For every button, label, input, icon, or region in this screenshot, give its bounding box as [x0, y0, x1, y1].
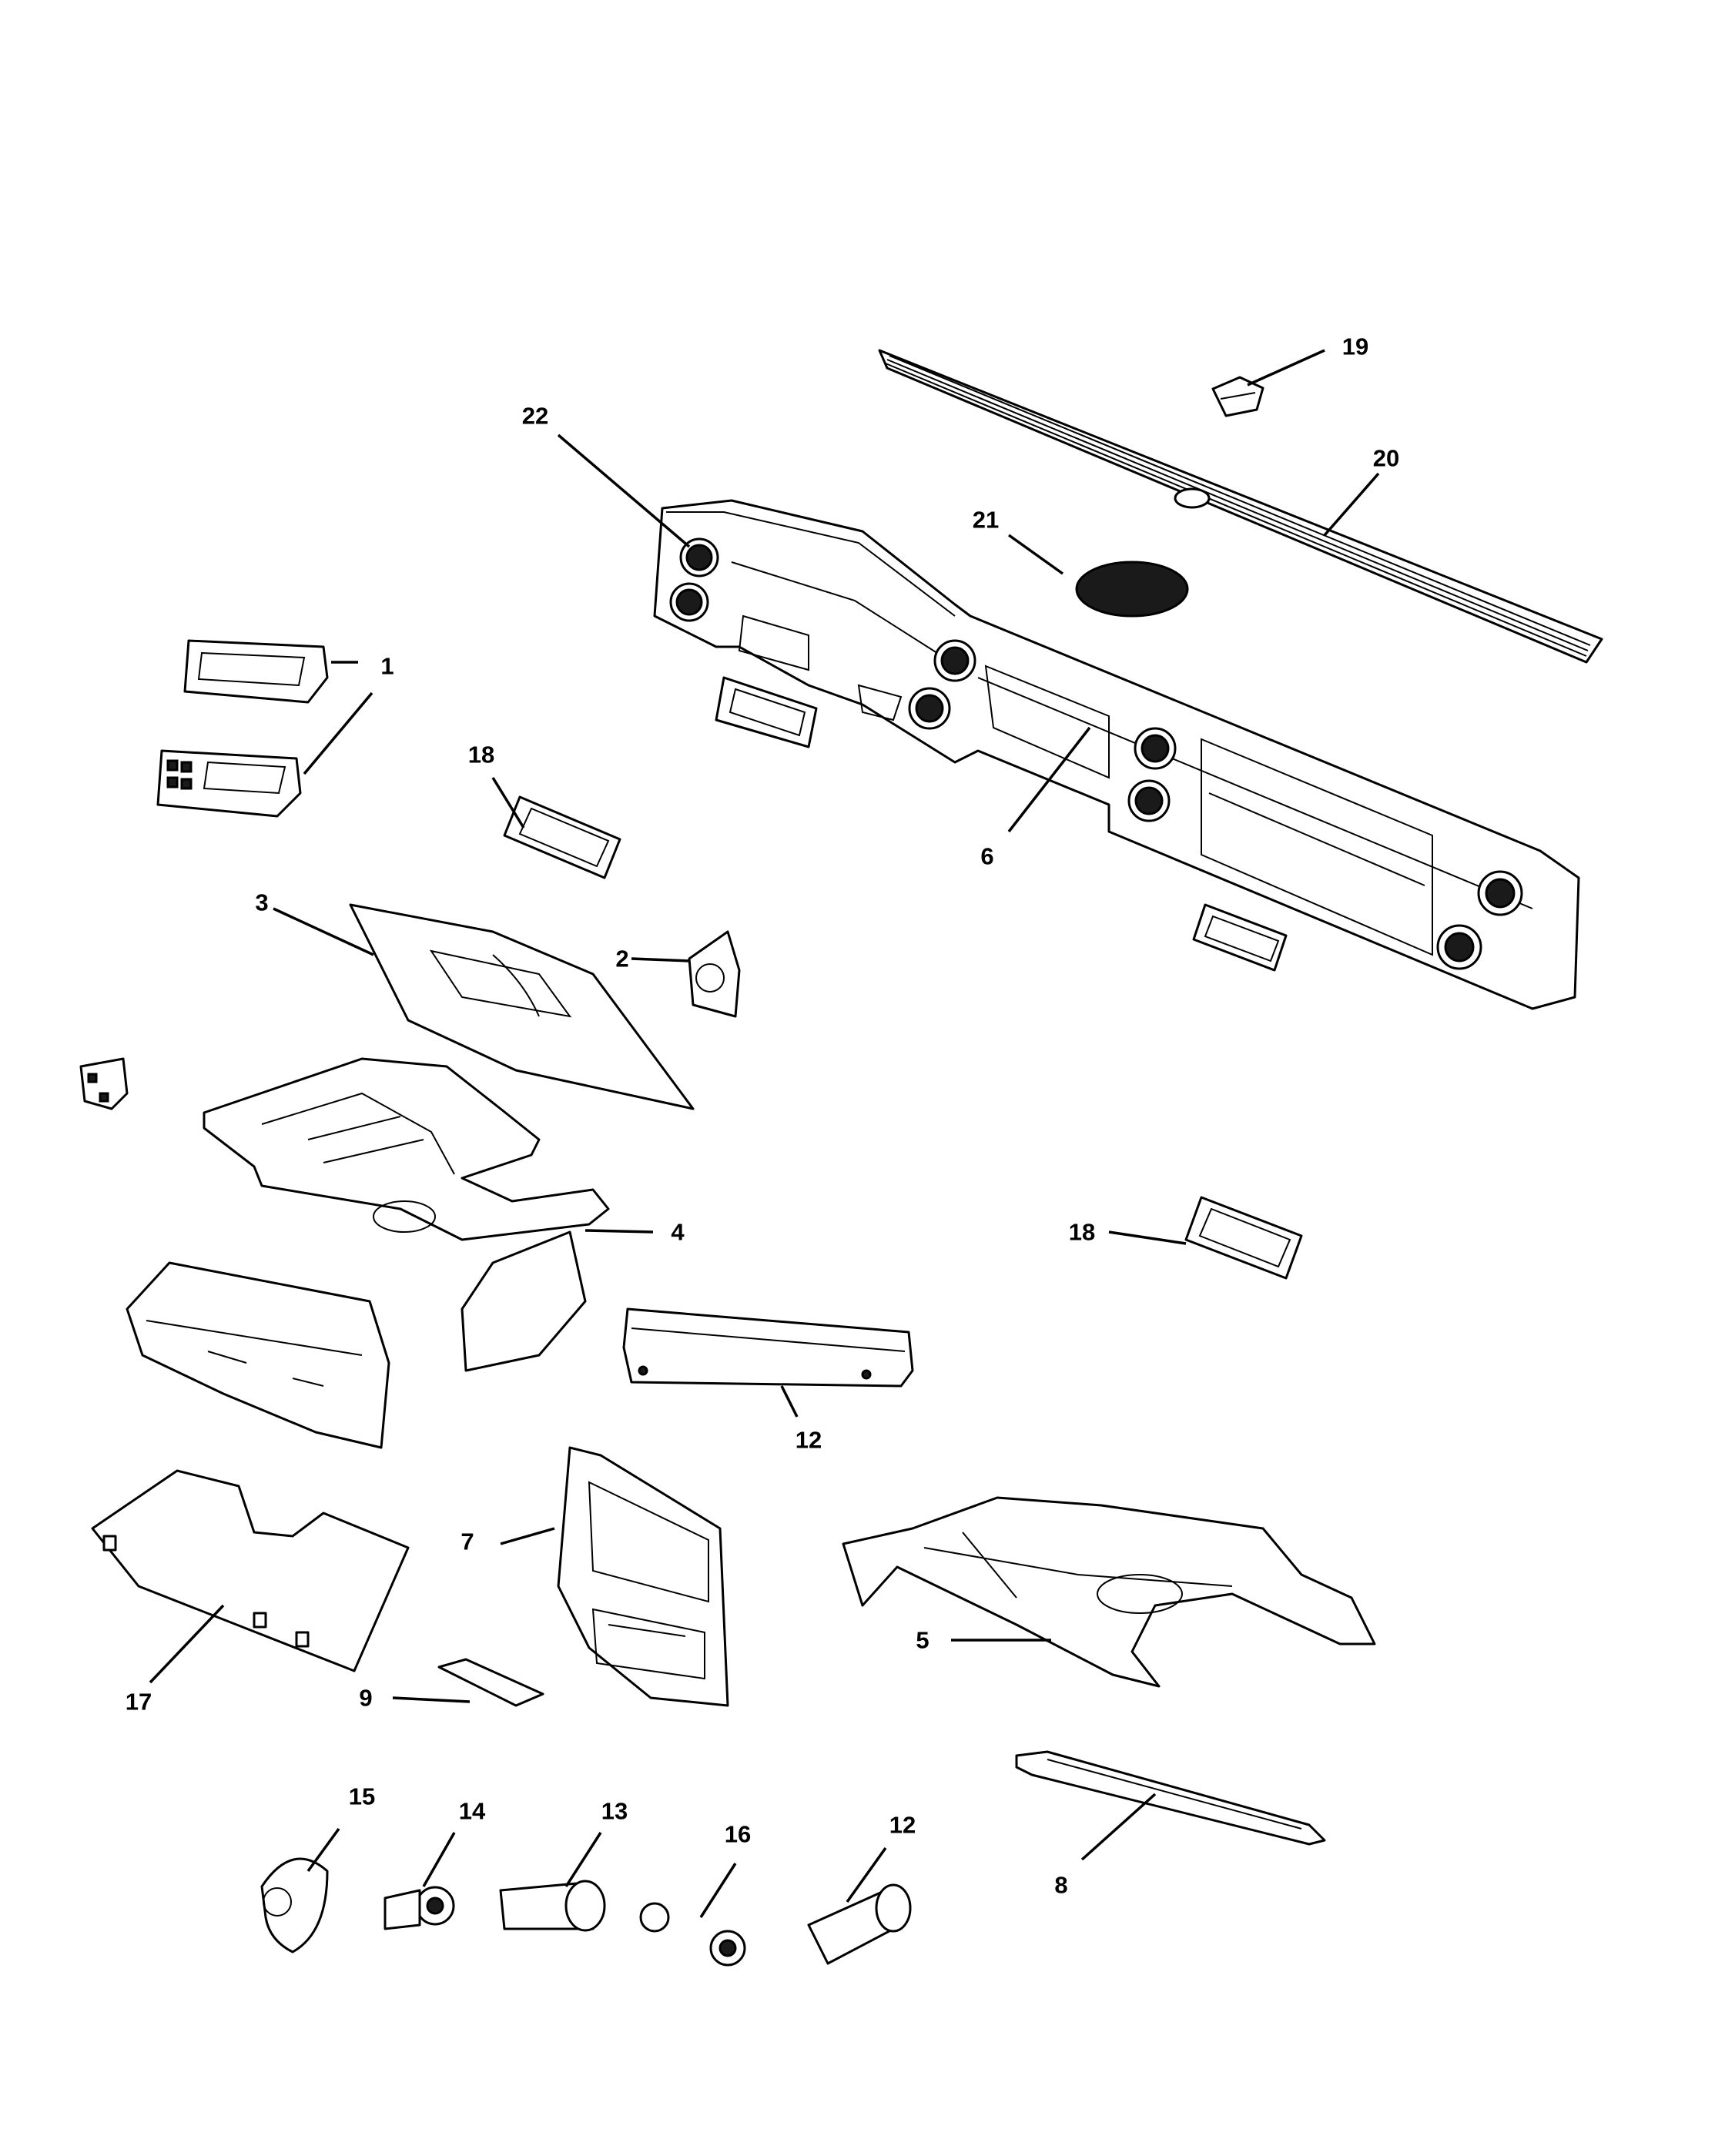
part-17-inner-panel [91, 1469, 410, 1672]
callout-15: 15 [348, 1783, 376, 1810]
part-7-center-bezel [557, 1446, 729, 1707]
part-3-glove-box-door [349, 903, 695, 1110]
part-2-switch [688, 930, 741, 1018]
glove-box-bin [126, 1261, 390, 1449]
part-15-socket-cap [260, 1857, 329, 1953]
callout-8: 8 [1054, 1871, 1068, 1899]
part-instrument-panel [653, 499, 1580, 1010]
bracket-small [79, 1057, 129, 1110]
part-19-clip [1211, 376, 1264, 417]
callout-6: 6 [980, 842, 994, 870]
part-8-trim-strip [1015, 1750, 1326, 1846]
callout-12: 12 [889, 1811, 916, 1839]
part-18-vent-bezel-upper [503, 795, 621, 879]
callout-3: 3 [255, 889, 269, 916]
part-13-socket-sleeve [499, 1880, 606, 1932]
part-4-bolster-frame [203, 1057, 610, 1372]
callout-9: 9 [359, 1684, 373, 1712]
part-11-support-bar [622, 1307, 914, 1388]
part-16-socket-ring [639, 1902, 746, 1967]
part-12-socket [807, 1883, 912, 1965]
callout-17: 17 [125, 1688, 152, 1716]
dash-vents [669, 537, 1523, 970]
part-20-defroster-grille [878, 349, 1603, 664]
callout-13: 13 [601, 1797, 628, 1825]
callout-22: 22 [521, 402, 549, 430]
leader-lines [149, 349, 1380, 1918]
callout-19: 19 [1341, 333, 1369, 360]
part-18-vent-bezel-lower [1184, 1196, 1303, 1280]
callout-18-lower: 18 [1068, 1218, 1096, 1246]
part-14-socket [384, 1886, 455, 1930]
callout-20: 20 [1372, 444, 1400, 472]
callout-11: 12 [795, 1426, 822, 1454]
callout-14: 14 [458, 1797, 486, 1825]
callout-7: 7 [461, 1528, 474, 1555]
vent-bezel-right-center [1192, 903, 1288, 972]
part-5-support-structure [842, 1496, 1376, 1688]
callout-18-upper: 18 [467, 741, 495, 768]
callout-1: 1 [380, 652, 394, 680]
callout-4: 4 [671, 1218, 685, 1246]
part-21-speaker-grille [1075, 561, 1189, 618]
callout-5: 5 [916, 1626, 929, 1654]
part-9-pad [437, 1658, 544, 1707]
callout-16: 16 [724, 1820, 752, 1848]
vent-bezel-left-center [715, 676, 818, 748]
callout-2: 2 [615, 945, 629, 973]
callout-21: 21 [972, 506, 1000, 534]
part-1-outboard-vents [156, 639, 329, 818]
